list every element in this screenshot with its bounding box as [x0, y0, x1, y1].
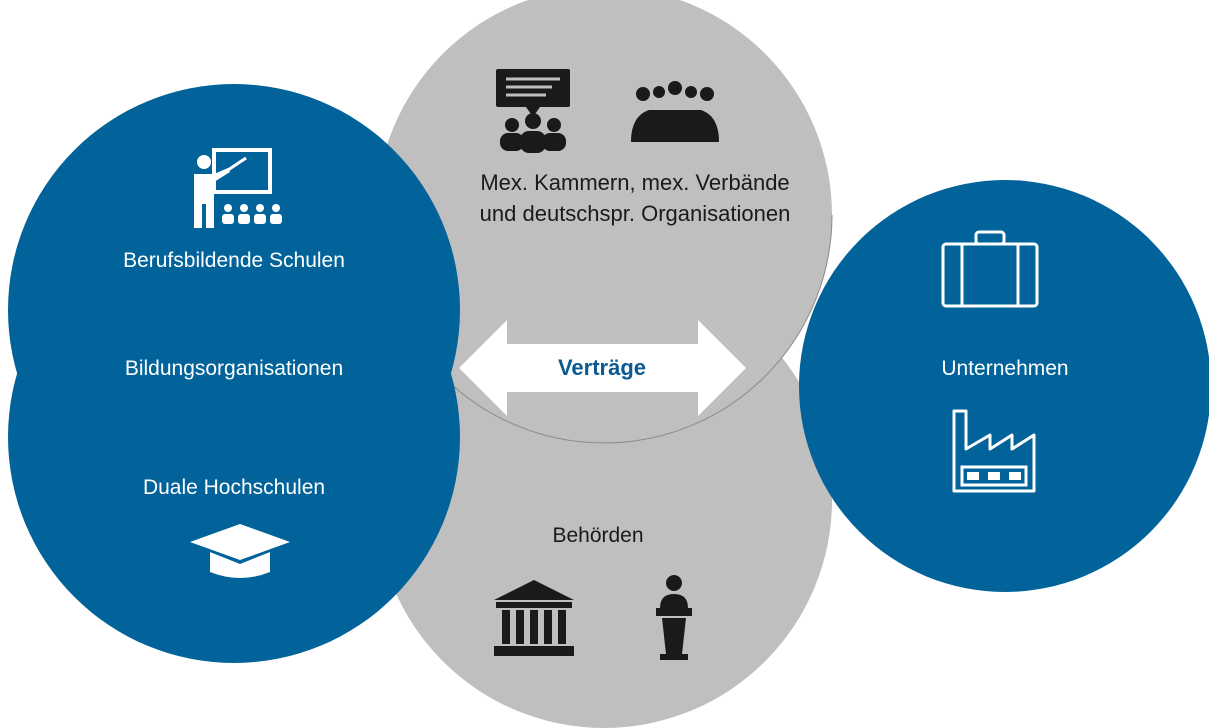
- factory-icon: [952, 409, 1036, 493]
- suitcase-icon: [941, 230, 1039, 308]
- graduation-cap-icon: [190, 524, 290, 578]
- label-unternehmen: Unternehmen: [941, 357, 1069, 380]
- bank-building-icon: [494, 580, 574, 656]
- label-kammern-line1: Mex. Kammern, mex. Verbände: [480, 170, 790, 195]
- teacher-icon: [194, 148, 282, 228]
- label-vertraege: Verträge: [557, 355, 647, 380]
- label-bildungsorganisationen: Bildungsorganisationen: [124, 357, 344, 380]
- gray-circle-top: [376, 0, 832, 443]
- label-kammern-line2: und deutschspr. Organisationen: [479, 201, 791, 226]
- label-duale-hochschulen: Duale Hochschulen: [142, 476, 326, 499]
- presentation-audience-icon: [496, 69, 570, 153]
- blue-circle-right: [799, 180, 1209, 592]
- blue-circle-top-left: [8, 84, 460, 536]
- double-arrow-icon: [459, 320, 746, 416]
- label-behoerden: Behörden: [552, 524, 644, 547]
- speaker-podium-icon: [656, 575, 692, 660]
- meeting-table-icon: [631, 81, 719, 142]
- label-berufsbildende-schulen: Berufsbildende Schulen: [123, 249, 345, 272]
